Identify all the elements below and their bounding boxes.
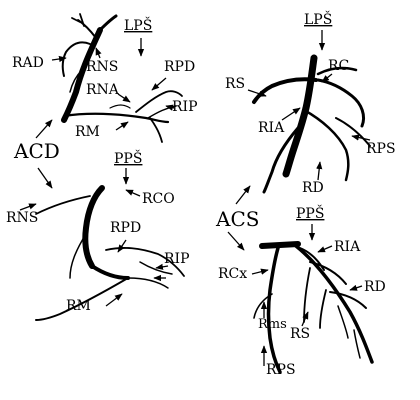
right-ventricular-branch <box>69 69 83 93</box>
arrow-rip-bottom <box>155 263 169 270</box>
acd-lps-labels: LPŠ RAD RNS RPD RNA RIP RM <box>12 16 198 140</box>
arrow-rm-top <box>115 121 129 131</box>
arrow-rd-bottom <box>349 284 363 291</box>
lad-pps-trunk <box>294 244 374 364</box>
arrow-rs-top <box>247 89 267 97</box>
arrow-rpd-bottom <box>117 239 127 253</box>
acs-pps-arrows <box>251 224 363 366</box>
acs-group: ACS <box>215 185 259 251</box>
label-rna: RNA <box>86 82 120 98</box>
label-rs-bottom: RS <box>290 326 310 342</box>
rpd-branch-top <box>135 90 183 113</box>
label-rco: RCO <box>142 191 175 207</box>
label-rd-top: RD <box>302 180 324 196</box>
rd-branch-bottom <box>329 291 367 309</box>
label-rc: RC <box>328 58 349 74</box>
label-ria-bottom: RIA <box>334 239 361 255</box>
label-rms: Rms <box>258 317 287 332</box>
arrow-acd-to-pps <box>37 167 53 189</box>
group-label-acd: ACD <box>13 139 60 163</box>
label-rip-top: RIP <box>172 99 198 115</box>
acd-lps-vessels <box>61 13 183 143</box>
arrow-rc <box>321 73 333 83</box>
arrow-rad <box>51 55 67 63</box>
acs-lps-labels: LPŠ RS RC RIA RPS RD <box>225 10 396 196</box>
acs-pps-labels: PPŠ RIA RCx RD Rms RS RPS <box>218 204 386 378</box>
rd-branch-top <box>302 108 350 182</box>
label-rpd-bottom: RPD <box>110 220 141 236</box>
label-rad: RAD <box>12 55 44 71</box>
label-rm-bottom: RM <box>66 298 91 314</box>
rca-origin <box>98 14 118 32</box>
label-ria-top: RIA <box>258 120 285 136</box>
label-rd-bottom: RD <box>364 279 386 295</box>
acd-group: ACD <box>13 119 60 189</box>
label-rps-bottom: RPS <box>266 362 296 378</box>
arrow-rns-top <box>95 47 102 59</box>
arrow-rd-top <box>316 161 323 181</box>
acd-pps-labels: PPŠ RCO RNS RPD RIP RM <box>6 149 190 314</box>
arrow-ria-bottom <box>317 245 333 253</box>
label-rns-bottom: RNS <box>6 210 38 226</box>
arrow-rpd-top <box>151 77 167 91</box>
arrow-rns-bottom <box>19 203 37 211</box>
rns-branch-bottom <box>35 195 91 215</box>
label-rpd-top: RPD <box>164 59 195 75</box>
rs-branches-bottom <box>303 267 327 329</box>
rna-branch <box>109 104 131 109</box>
arrow-rco <box>125 189 141 197</box>
rca-pps-main-trunk <box>82 185 105 269</box>
acd-pps-arrows <box>19 168 169 307</box>
view-label-acs-lps: LPŠ <box>304 10 332 28</box>
rm-branch <box>62 112 170 124</box>
label-rcx: RCx <box>218 266 247 282</box>
acs-lps-arrows <box>247 30 371 181</box>
view-label-acd-lps: LPŠ <box>124 16 152 34</box>
arrow-rm-bottom <box>105 293 123 307</box>
ria-distal-top <box>262 126 300 194</box>
acs-lps-vessels <box>252 54 371 194</box>
rcx-trunk <box>266 246 282 374</box>
label-rip-bottom: RIP <box>164 251 190 267</box>
rm-branch-bottom <box>35 277 129 321</box>
arrow-rcx <box>251 268 269 275</box>
view-label-acd-pps: PPŠ <box>114 149 142 167</box>
lad-distal-septals <box>337 305 361 359</box>
arrow-acd-to-lps <box>35 119 53 139</box>
label-rps-top: RPS <box>366 141 396 157</box>
arrow-rip-top <box>165 104 175 111</box>
acd-pps-vessels <box>35 185 185 321</box>
rps-branch-top <box>335 117 371 147</box>
arrow-rs-bottom <box>301 311 309 327</box>
arrow-acs-to-pps <box>227 231 245 251</box>
arrow-ria-top <box>281 107 301 121</box>
rc-upper-branch <box>316 66 358 76</box>
acs-pps-vessels <box>253 241 374 374</box>
rs-branch-top <box>252 77 318 104</box>
ria-branches-bottom <box>299 247 347 285</box>
left-main-stem <box>259 241 301 249</box>
label-rns-top: RNS <box>86 59 118 75</box>
arrow-rna <box>117 93 131 103</box>
rca-pps-distal <box>90 264 130 280</box>
rv-branch-bottom <box>69 233 87 279</box>
rad-sub-branches <box>71 13 85 27</box>
lad-main-trunk <box>282 54 318 178</box>
rca-main-trunk <box>61 27 103 123</box>
arrow-rps-top <box>351 134 371 141</box>
rm-descending <box>149 117 163 143</box>
label-rs-top: RS <box>225 76 245 92</box>
view-label-acs-pps: PPŠ <box>296 204 324 222</box>
arrow-acs-to-lps <box>235 185 251 205</box>
label-rm-top: RM <box>75 124 100 140</box>
rms-branch <box>253 293 273 319</box>
rc-branch <box>316 78 366 128</box>
acd-lps-arrows <box>51 38 175 131</box>
group-label-acs: ACS <box>215 207 259 231</box>
